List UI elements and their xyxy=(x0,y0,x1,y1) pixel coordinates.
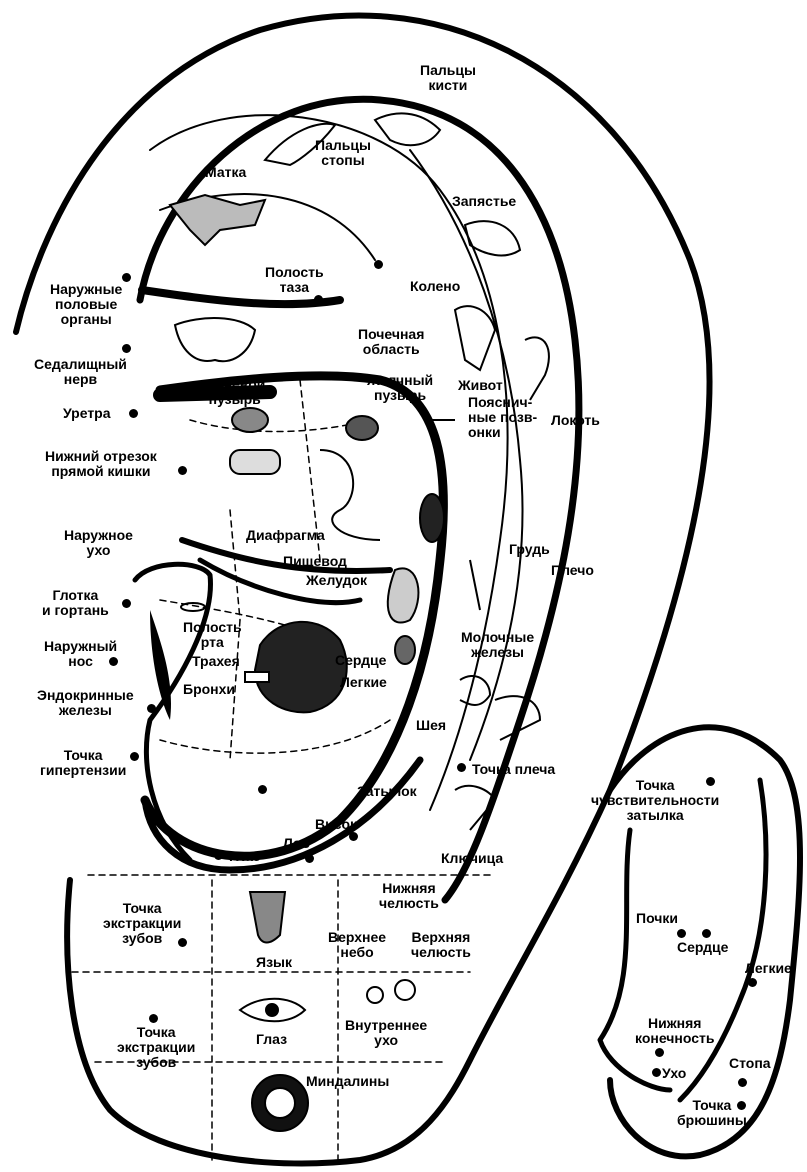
label-gallbladder: Желчный пузырь xyxy=(367,373,433,403)
label-back-peritoneum-point: Точка брюшины xyxy=(677,1098,747,1128)
uterus-icon xyxy=(170,195,265,245)
label-uterus: Матка xyxy=(205,165,246,180)
back-lower-limb-dot xyxy=(655,1048,664,1057)
pelvic-cavity-dot xyxy=(314,295,323,304)
label-back-heart: Сердце xyxy=(677,940,728,955)
label-sciatic-nerve: Седалищный нерв xyxy=(34,357,127,387)
label-clavicle: Ключица xyxy=(441,851,503,866)
label-external-ear: Наружное ухо xyxy=(64,528,133,558)
label-neck: Шея xyxy=(416,718,446,733)
eye-upper-dot xyxy=(214,851,223,860)
label-urethra: Уретра xyxy=(63,406,111,421)
hypertension-dot xyxy=(130,752,139,761)
back-foot-dot xyxy=(738,1078,747,1087)
label-esophagus: Пищевод xyxy=(283,554,347,569)
pharynx-dot xyxy=(122,599,131,608)
tonsils-icon xyxy=(252,1075,308,1131)
stomach-icon xyxy=(388,568,419,622)
label-lower-jaw: Нижняя челюсть xyxy=(379,881,439,911)
label-upper-jaw: Верхняя челюсть xyxy=(411,930,471,960)
tooth-lower-dot xyxy=(149,1014,158,1023)
eye-icon xyxy=(240,999,305,1022)
label-trachea: Трахея xyxy=(192,654,240,669)
label-back-foot: Стопа xyxy=(729,1056,771,1071)
label-tongue: Язык xyxy=(256,955,292,970)
label-shoulder: Плечо xyxy=(551,563,594,578)
spleen-icon xyxy=(420,494,444,542)
label-external-nose: Наружный нос xyxy=(44,639,117,669)
urethra-dot xyxy=(129,409,138,418)
label-back-lower-limb: Нижняя конечность xyxy=(635,1016,714,1046)
label-fingers: Пальцы кисти xyxy=(420,63,476,93)
inner-ear-icon xyxy=(367,980,415,1003)
label-back-ear: Ухо xyxy=(662,1066,686,1081)
label-pelvic-cavity: Полость таза xyxy=(265,265,324,295)
endocrine-dot xyxy=(147,704,156,713)
trachea-icon xyxy=(245,672,269,682)
label-mouth-cavity: Полость рта xyxy=(183,620,242,650)
hypertension-dot-2 xyxy=(258,785,267,794)
fingers-icon xyxy=(375,113,440,145)
lower-rectum-dot xyxy=(178,466,187,475)
label-eye-lower: Глаз xyxy=(256,1032,287,1047)
back-ear-dot xyxy=(652,1068,661,1077)
knee-icon xyxy=(455,306,495,370)
label-back-kidneys: Почки xyxy=(636,911,678,926)
lips-icon xyxy=(181,603,205,611)
label-pharynx-larynx: Глотка и гортань xyxy=(42,588,109,618)
shoulder-point-dot xyxy=(457,763,466,772)
label-external-genitals: Наружные половые органы xyxy=(50,282,122,327)
label-back-occiput-sensitivity: Точка чувствительности затылка xyxy=(591,778,719,823)
elbow-icon xyxy=(525,337,549,400)
label-shoulder-point: Точка плеча xyxy=(472,762,555,777)
label-eye-upper: Глаз xyxy=(229,849,260,864)
label-tonsils: Миндалины xyxy=(306,1074,389,1089)
label-stomach: Желудок xyxy=(306,573,367,588)
label-wrist: Запястье xyxy=(452,194,516,209)
gallbladder-icon xyxy=(346,416,378,440)
label-bladder: Мочевой пузырь xyxy=(204,377,265,407)
pelvis-icon xyxy=(175,318,255,361)
forehead-dot xyxy=(305,854,314,863)
label-back-lungs: Легкие xyxy=(745,961,792,976)
label-knee: Колено xyxy=(410,279,460,294)
label-diaphragm: Диафрагма xyxy=(246,528,325,543)
label-inner-ear: Внутреннее ухо xyxy=(345,1018,427,1048)
sciatic-nerve-dot xyxy=(122,344,131,353)
occiput-dot xyxy=(349,832,358,841)
label-elbow: Локоть xyxy=(551,413,600,428)
external-genitals-dot xyxy=(122,273,131,282)
label-tooth-extraction-lower: Точка экстракции зубов xyxy=(117,1025,195,1070)
back-kidneys-dot xyxy=(677,929,686,938)
label-temple: Висок xyxy=(315,817,357,832)
label-bronchi: Бронхи xyxy=(183,682,235,697)
label-occiput: Затылок xyxy=(357,784,417,799)
helix-outer-line xyxy=(16,16,710,1164)
heart-icon xyxy=(395,636,415,664)
label-lumbar-vertebrae: Пояснич- ные позв- онки xyxy=(468,395,537,440)
back-lungs-dot xyxy=(748,978,757,987)
label-tooth-extraction-upper: Точка экстракции зубов xyxy=(103,901,181,946)
neck-icon xyxy=(460,676,490,705)
label-forehead: Лоб xyxy=(283,836,310,851)
toes-dot xyxy=(374,260,383,269)
clavicle-icon xyxy=(455,786,495,830)
label-chest: Грудь xyxy=(509,542,550,557)
lungs-icon xyxy=(255,622,347,713)
label-lower-rectum: Нижний отрезок прямой кишки xyxy=(45,449,157,479)
label-upper-palate: Верхнее небо xyxy=(328,930,386,960)
label-lungs: Легкие xyxy=(340,675,387,690)
label-hypertension-point: Точка гипертензии xyxy=(40,748,126,778)
label-abdomen: Живот xyxy=(458,378,503,393)
label-toes: Пальцы стопы xyxy=(315,138,371,168)
label-endocrine-glands: Эндокринные железы xyxy=(37,688,134,718)
scapha-line xyxy=(410,150,523,760)
back-heart-dot xyxy=(702,929,711,938)
label-renal-area: Почечная область xyxy=(358,327,424,357)
bladder-icon xyxy=(232,408,268,432)
label-mammary-glands: Молочные железы xyxy=(461,630,534,660)
tongue-icon xyxy=(250,892,285,943)
label-heart: Сердце xyxy=(335,653,386,668)
